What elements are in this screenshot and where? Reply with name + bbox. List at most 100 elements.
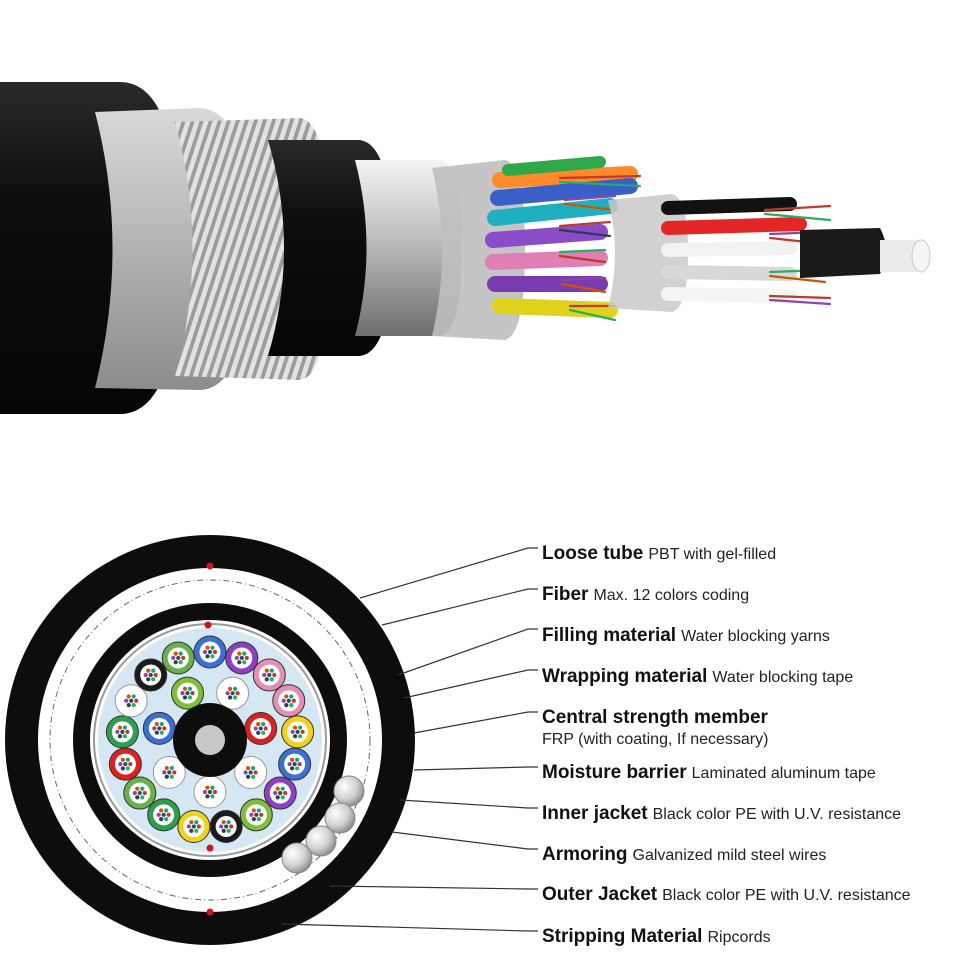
fiber (162, 726, 167, 731)
fiber (126, 703, 131, 708)
fiber (284, 694, 289, 699)
fiber (278, 790, 283, 796)
fiber (293, 734, 298, 739)
leader-wrapping (403, 669, 538, 699)
fiber (178, 660, 183, 665)
label-title: Outer Jacket (542, 884, 658, 905)
fiber (264, 668, 269, 673)
central-strength-member (195, 725, 225, 755)
fiber (242, 660, 247, 665)
fiber (185, 691, 190, 696)
fiber (134, 698, 139, 703)
fiber (205, 654, 210, 659)
tube-3d (502, 156, 606, 176)
fiber (269, 668, 274, 673)
fiber (259, 812, 264, 817)
fiber (164, 774, 169, 779)
fiber (226, 828, 231, 833)
loose-tube (278, 747, 312, 781)
fiber (229, 824, 234, 829)
fiber (221, 820, 226, 825)
fiber (284, 703, 289, 708)
fiber (115, 729, 120, 734)
fiber (125, 729, 130, 734)
fiber (162, 770, 167, 775)
leader-csm (413, 711, 538, 734)
fiber (280, 786, 285, 791)
label-title: Moisture barrier (542, 762, 687, 783)
fiber (289, 703, 294, 708)
fiber (237, 651, 242, 656)
fiber (292, 761, 297, 767)
fiber (267, 672, 272, 678)
fiber (120, 757, 125, 762)
fiber (169, 765, 174, 771)
fiber (269, 677, 274, 682)
leader-moisture (413, 766, 538, 771)
fiber (190, 691, 195, 696)
tube-3d (492, 298, 618, 318)
fiber (295, 766, 300, 771)
fiber (242, 651, 247, 656)
fiber (246, 766, 251, 771)
fiber (235, 691, 240, 696)
loose-tube (147, 798, 181, 832)
fiber (202, 649, 208, 655)
fiber (143, 672, 148, 678)
loose-tube (142, 711, 176, 745)
fiber (251, 766, 256, 771)
leader-armoring (391, 831, 538, 850)
fiber (251, 808, 256, 813)
fiber (152, 726, 157, 731)
label-desc: Black color PE with U.V. resistance (662, 887, 911, 904)
inner-tubes-3d (661, 197, 807, 303)
fiber (286, 698, 291, 703)
loose-tube (209, 810, 243, 844)
fiber (181, 655, 186, 661)
fiber (225, 691, 230, 696)
fiber (243, 770, 248, 775)
fiber (295, 757, 300, 762)
fiber (290, 766, 295, 771)
fiber (128, 761, 133, 767)
fiber (234, 655, 239, 661)
armor-wire (324, 802, 356, 834)
fiber (117, 725, 122, 730)
fiber (120, 766, 125, 771)
fiber (117, 734, 122, 739)
fiber (273, 790, 278, 796)
fiber (146, 677, 151, 682)
fiber (125, 766, 130, 771)
fiber (137, 790, 142, 796)
fiber (256, 808, 261, 813)
label-title: Central strength member (542, 707, 768, 728)
fiber (173, 651, 178, 656)
label-title: Armoring (542, 844, 628, 865)
loose-tube (114, 684, 148, 718)
fiber (132, 790, 137, 796)
fiber (256, 730, 261, 735)
fiber (120, 729, 125, 734)
fiber (122, 734, 127, 739)
loose-tube (105, 715, 139, 749)
label-desc: FRP (with coating, If necessary) (542, 730, 769, 748)
fiber (262, 672, 267, 678)
leader-fiber (381, 588, 538, 626)
fiber (151, 668, 156, 673)
fiber (295, 729, 300, 734)
csm-rod-end (911, 239, 931, 273)
fiber (159, 808, 164, 813)
fiber (237, 660, 242, 665)
fiber (154, 730, 159, 735)
fiber (297, 761, 302, 767)
fiber (157, 726, 162, 731)
loose-tube (193, 775, 227, 809)
label-desc: Water blocking yarns (681, 628, 830, 645)
fiber (290, 729, 295, 734)
fiber (280, 795, 285, 800)
fiber (239, 655, 244, 661)
fiber (224, 824, 229, 829)
